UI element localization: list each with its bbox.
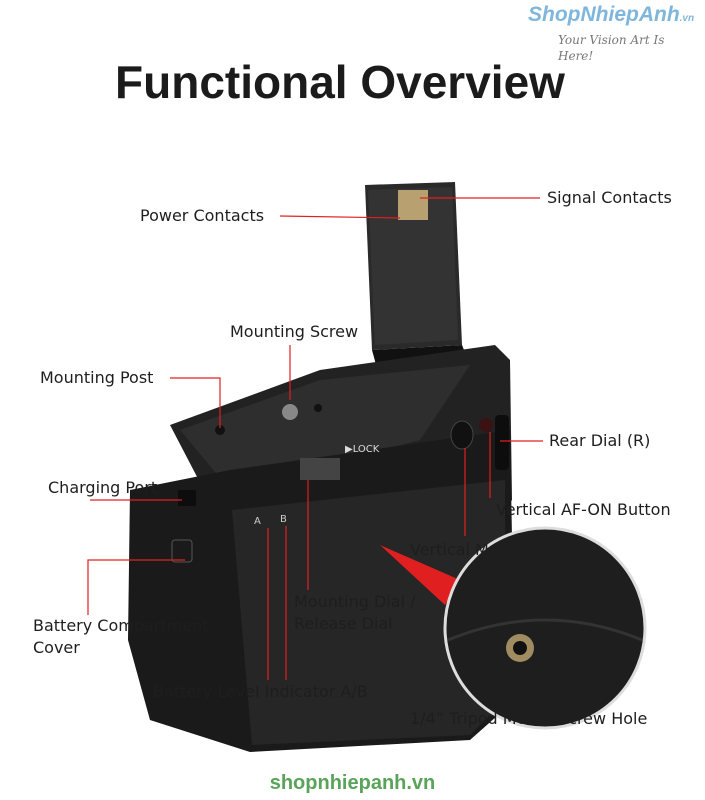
- af-on-button: [479, 418, 493, 432]
- label-af-on: Vertical AF-ON Button: [496, 500, 671, 519]
- inset-pointer: [380, 545, 460, 605]
- label-multi-selector: Vertical Multi Selector: [410, 540, 585, 559]
- footer-watermark: shopnhiepanh.vn: [269, 772, 436, 794]
- label-mounting-dial-line2: Release Dial: [294, 614, 393, 633]
- lock-mark: ▶LOCK: [345, 444, 380, 455]
- label-battery-cover-line2: Cover: [33, 638, 80, 657]
- label-battery-cover-line1: Battery Compartment: [33, 616, 209, 635]
- label-tripod: 1/4” Tripod Mount Screw Hole: [410, 709, 648, 728]
- mounting-post: [215, 425, 225, 435]
- multi-selector: [450, 420, 474, 450]
- label-battery-cover: Battery Compartment Cover: [33, 615, 209, 659]
- battery-cover-latch: [171, 539, 193, 563]
- page-title: Functional Overview: [115, 56, 565, 108]
- signal-contacts-pins: [398, 190, 428, 220]
- logo-brand: ShopNhiepAnh: [528, 3, 680, 26]
- mounting-screw: [282, 404, 298, 420]
- charging-port: [178, 490, 196, 506]
- label-power-contacts: Power Contacts: [140, 206, 265, 225]
- battery-insert: [365, 182, 470, 372]
- label-battery-level: Battery Level Indicator A/B: [153, 682, 368, 701]
- label-mounting-dial: Mounting Dial / Release Dial: [294, 591, 415, 635]
- callout-lines: [87, 197, 543, 680]
- rear-dial: [495, 415, 509, 470]
- grip-body: ▶LOCK A B: [128, 345, 515, 752]
- mark-b: B: [280, 514, 287, 525]
- label-signal-contacts: Signal Contacts: [547, 188, 672, 207]
- mounting-dial: [300, 458, 340, 480]
- label-mounting-screw: Mounting Screw: [230, 322, 359, 341]
- label-rear-dial: Rear Dial (R): [549, 431, 651, 450]
- logo-suffix: .vn: [679, 13, 695, 24]
- label-mounting-dial-line1: Mounting Dial /: [294, 592, 416, 611]
- logo-tagline: Your Vision Art Is Here!: [558, 33, 665, 63]
- label-charging-port: Charging Port: [48, 478, 158, 497]
- shop-logo: ShopNhiepAnh.vn Your Vision Art Is Here!: [528, 2, 703, 64]
- mark-a: A: [254, 516, 261, 527]
- tripod-inset: [443, 526, 647, 730]
- label-mounting-post: Mounting Post: [40, 368, 154, 387]
